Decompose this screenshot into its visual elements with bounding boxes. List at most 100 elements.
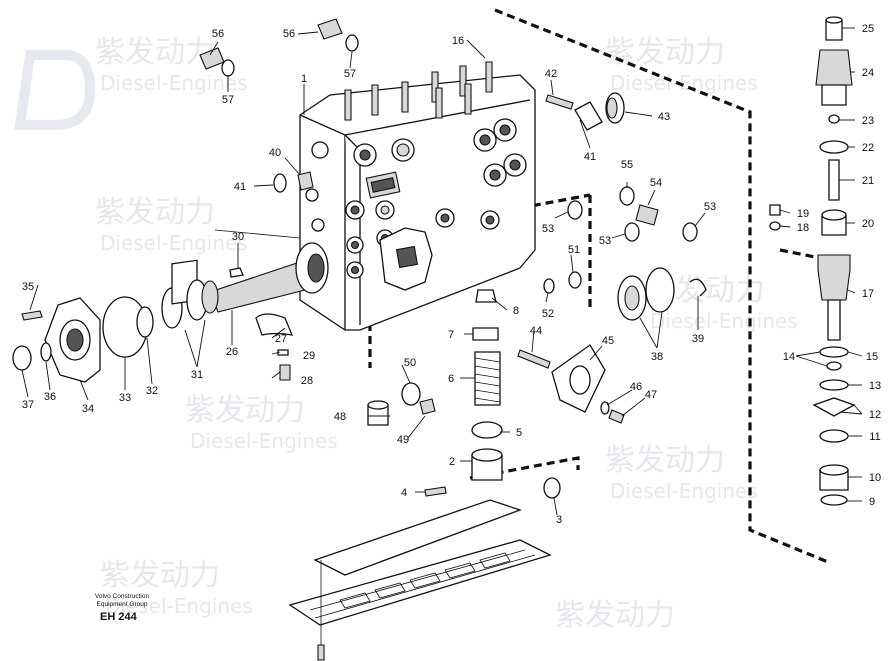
- label-37: 37: [22, 399, 34, 411]
- label-45: 45: [602, 335, 614, 347]
- label-47: 47: [645, 389, 657, 401]
- label-56a: 56: [212, 28, 224, 40]
- watermark-cn: 紫发动力: [605, 443, 725, 478]
- plug-40: [297, 171, 314, 191]
- watermark-en: Diesel-Engines: [100, 231, 248, 255]
- watermark-cn: 紫发动力: [185, 393, 305, 428]
- label-43: 43: [658, 111, 670, 123]
- cap-53-b: [624, 222, 640, 242]
- ring-14: [826, 361, 842, 371]
- label-54: 54: [650, 177, 662, 189]
- label-16: 16: [452, 35, 464, 47]
- holder-24: [815, 49, 853, 86]
- label-20: 20: [862, 218, 874, 230]
- dashed-assembly-line: [469, 456, 580, 480]
- plug-56-top: [317, 18, 343, 40]
- label-34: 34: [82, 403, 94, 415]
- bearing-38: [645, 267, 675, 313]
- label-15: 15: [866, 351, 878, 363]
- label-4: 4: [401, 487, 407, 499]
- diagram-caption: Volvo Construction Equipment Group EH 24…: [86, 593, 158, 623]
- label-56b: 56: [283, 28, 295, 40]
- cap-53-a: [567, 200, 583, 220]
- washer-29: [277, 349, 289, 356]
- label-50: 50: [404, 357, 416, 369]
- caption-group: Equipment Group: [96, 601, 148, 608]
- valve-54: [635, 204, 659, 226]
- nut-37: [12, 345, 32, 371]
- label-53a: 53: [542, 223, 554, 235]
- watermark-cn: 紫发动力: [605, 35, 725, 70]
- ring-22: [819, 140, 849, 154]
- label-32: 32: [146, 385, 158, 397]
- watermark-en: Diesel-Engines: [610, 479, 758, 503]
- label-57b: 57: [344, 68, 356, 80]
- ring-41: [273, 173, 287, 193]
- bracket-41: [574, 101, 603, 131]
- washer-9: [820, 494, 848, 506]
- watermark-logo: [14, 50, 96, 130]
- spring-21: [828, 159, 840, 201]
- seal-57-top: [345, 34, 359, 52]
- injector-assembly: [769, 16, 856, 506]
- bolt-35: [21, 310, 43, 321]
- label-18: 18: [797, 222, 809, 234]
- label-48: 48: [334, 411, 346, 423]
- label-2: 2: [449, 456, 455, 468]
- plate-12: [812, 397, 856, 417]
- ring-15: [819, 346, 849, 358]
- watermark-cn: 紫发动力: [95, 35, 215, 70]
- label-11: 11: [869, 431, 880, 443]
- washer-23: [828, 114, 840, 124]
- caption-manufacturer: Volvo Construction: [94, 593, 150, 600]
- ring-7: [472, 327, 499, 341]
- label-41: 41: [234, 181, 246, 193]
- label-7: 7: [448, 329, 454, 341]
- seal-50: [401, 382, 421, 406]
- housing-studs: [344, 61, 493, 121]
- label-17: 17: [862, 288, 874, 300]
- label-3: 3: [556, 514, 562, 526]
- label-19: 19: [797, 208, 809, 220]
- label-10: 10: [869, 472, 881, 484]
- bottom-cover-plates: [288, 499, 552, 661]
- pin-42: [545, 94, 574, 110]
- label-44: 44: [530, 325, 542, 337]
- watermark-layer: 紫发动力 Diesel-Engines 紫发动力 Diesel-Engines …: [14, 35, 798, 633]
- washer-55: [619, 186, 635, 206]
- watermark-cn: 紫发动力: [100, 558, 220, 593]
- roller-3: [543, 477, 561, 499]
- label-28: 28: [301, 375, 313, 387]
- label-35: 35: [22, 281, 34, 293]
- label-14: 14: [783, 351, 795, 363]
- label-33: 33: [119, 392, 131, 404]
- clip-39: [689, 278, 707, 297]
- key-30: [229, 267, 244, 278]
- label-30: 30: [232, 231, 244, 243]
- screw-28: [279, 364, 291, 381]
- watermark-cn: 紫发动力: [95, 195, 215, 230]
- seal-57-left: [221, 59, 235, 77]
- nut-19: [769, 204, 781, 216]
- label-13: 13: [869, 380, 881, 392]
- watermark-en: Diesel-Engines: [610, 71, 758, 95]
- watermark-en: Diesel-Engines: [650, 309, 798, 333]
- label-52: 52: [542, 308, 554, 320]
- label-31: 31: [191, 369, 203, 381]
- seat-5: [471, 421, 503, 439]
- front-cover-parts: [12, 171, 314, 383]
- seal-32: [136, 306, 154, 338]
- watermark-cn: 紫发动力: [555, 598, 675, 633]
- washer-46: [600, 401, 610, 415]
- washer-36: [40, 342, 52, 362]
- dashed-assembly-line: [494, 8, 829, 564]
- part-8: [475, 289, 497, 303]
- label-53b: 53: [599, 235, 611, 247]
- nut-47: [608, 409, 625, 424]
- label-29: 29: [303, 350, 315, 362]
- watermark-en: Diesel-Engines: [190, 429, 338, 453]
- plug-52: [543, 278, 555, 294]
- label-41b: 41: [584, 151, 596, 163]
- watermark-en: Diesel-Engines: [105, 594, 253, 618]
